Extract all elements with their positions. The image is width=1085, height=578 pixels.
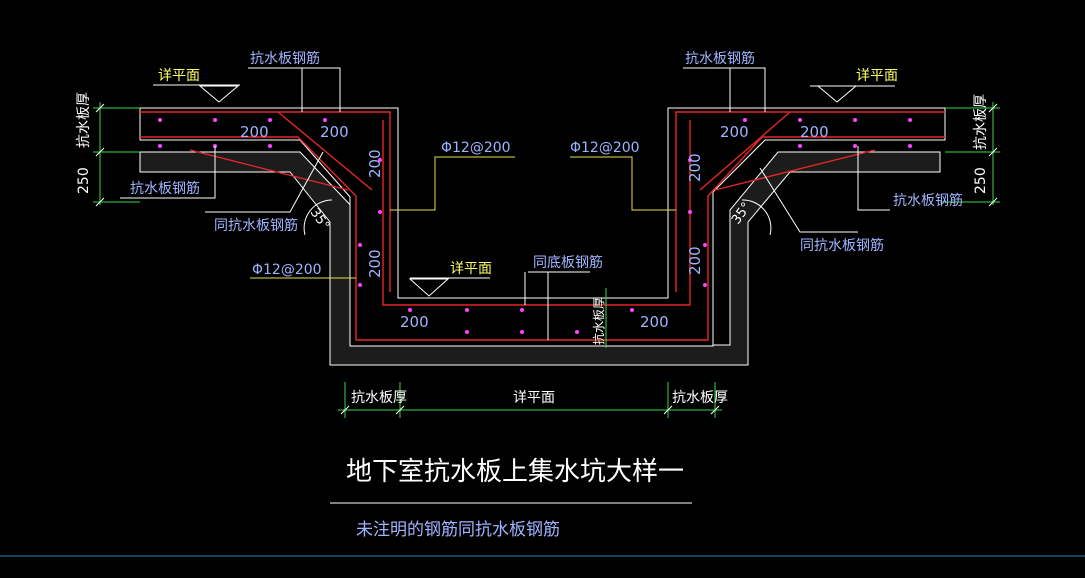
rebar-dot — [798, 118, 802, 122]
label-rebar-spec-mid-left: Φ12@200 — [441, 140, 511, 156]
dim-tick — [95, 103, 105, 207]
rebar-dot — [323, 118, 327, 122]
label-spacing-vertical: 200 — [686, 246, 704, 275]
dim-tick — [340, 405, 720, 415]
label-rebar-spec-mid-right: Φ12@200 — [570, 140, 640, 156]
rebar-dot — [703, 243, 707, 247]
rebar-dot — [378, 158, 382, 162]
labels: 抗水板钢筋 抗水板钢筋 详平面 详平面 200 200 200 200 Φ12@… — [76, 50, 989, 406]
rebar-top-left — [140, 111, 391, 292]
dimension-ticks — [95, 103, 998, 415]
title-block: 地下室抗水板上集水坑大样一 未注明的钢筋同抗水板钢筋 — [330, 457, 692, 540]
angle-marks — [303, 199, 772, 236]
rebar-dot — [268, 118, 272, 122]
rebar-dot — [268, 144, 272, 148]
label-spacing: 200 — [800, 123, 829, 141]
angle-arc-left — [303, 199, 333, 236]
rebar-dot — [743, 118, 747, 122]
leader-slab-rebar-right — [857, 146, 890, 211]
rebar-dot — [688, 158, 692, 162]
label-same-slab-rebar-right: 同抗水板钢筋 — [800, 237, 884, 254]
leader-phi-mid-left — [390, 156, 515, 211]
rebar-outer-left — [140, 136, 945, 341]
rebar-dot — [408, 308, 412, 312]
label-slab-rebar-right: 抗水板钢筋 — [893, 192, 963, 209]
drawing-note: 未注明的钢筋同抗水板钢筋 — [356, 520, 560, 540]
leader-phi-mid-right — [570, 156, 676, 211]
rebar-dot — [688, 210, 692, 214]
rebar-dot — [158, 118, 162, 122]
label-dim-250-right: 250 — [973, 167, 989, 194]
level-mark-tr — [816, 85, 858, 103]
rebar-dot — [213, 118, 217, 122]
rebar-diag-left — [277, 111, 373, 191]
label-spacing-bottom-right: 200 — [640, 313, 669, 331]
pit-concrete — [139, 107, 946, 366]
leader-slab-rebar-tl — [248, 67, 341, 112]
dim-tick — [988, 103, 998, 207]
label-spacing: 200 — [320, 123, 349, 141]
label-spacing: 200 — [720, 123, 749, 141]
rebar-top-right — [675, 111, 945, 292]
rebar-dot — [358, 243, 362, 247]
leader-bottom-rebar — [524, 271, 590, 340]
label-spacing-bottom-left: 200 — [400, 313, 429, 331]
rebar-dots — [158, 118, 912, 334]
label-see-plan-bottom: 详平面 — [450, 261, 492, 277]
label-slab-thick-right: 抗水板厚 — [973, 94, 989, 150]
label-spacing-vertical: 200 — [686, 153, 704, 182]
dim-left-vertical — [93, 102, 140, 205]
dim-bottom-horizontal — [338, 382, 722, 418]
label-slab-rebar-tr: 抗水板钢筋 — [685, 50, 755, 67]
label-see-plan-tl: 详平面 — [158, 68, 200, 84]
rebar-dot — [908, 144, 912, 148]
dim-right-vertical — [940, 102, 1000, 205]
leader-slab-rebar-left — [120, 146, 216, 199]
rebar-dot — [575, 330, 579, 334]
rebar-dot — [358, 283, 362, 287]
rebar-dot — [520, 308, 524, 312]
rebar-dot — [853, 144, 857, 148]
label-same-slab-rebar-left: 同抗水板钢筋 — [214, 217, 298, 234]
level-mark-bottom — [408, 278, 450, 297]
rebar-inner-bottom — [382, 120, 691, 306]
dimension-lines — [93, 102, 1000, 418]
drawing-title: 地下室抗水板上集水坑大样一 — [346, 457, 684, 487]
rebar-dot — [908, 118, 912, 122]
angle-arc-right — [741, 199, 772, 236]
leader-same-slab-right — [759, 167, 858, 233]
label-same-bottom-rebar: 同底板钢筋 — [533, 254, 603, 271]
label-slab-thick-bottom: 抗水板厚 — [591, 297, 606, 345]
rebar-dot — [378, 210, 382, 214]
rebar-dot — [520, 330, 524, 334]
leader-slab-rebar-tr — [683, 67, 766, 112]
rebar-dot — [465, 330, 469, 334]
rebar-diag-right2 — [714, 149, 876, 191]
label-slab-thick-dim-left: 抗水板厚 — [351, 390, 407, 406]
label-slab-thick-left: 抗水板厚 — [76, 92, 92, 148]
rebar-dot — [853, 118, 857, 122]
label-slab-rebar-left: 抗水板钢筋 — [130, 180, 200, 197]
rebar-diag-right — [699, 111, 791, 191]
label-see-plan-tr: 详平面 — [856, 68, 898, 84]
rebar-dot — [158, 144, 162, 148]
rebar-dot — [630, 308, 634, 312]
rebar-dot — [703, 283, 707, 287]
label-see-plan-dim: 详平面 — [513, 390, 555, 406]
label-spacing: 200 — [240, 123, 269, 141]
label-spacing-vertical: 200 — [366, 149, 384, 178]
rebar-dot — [798, 144, 802, 148]
label-spacing-vertical: 200 — [366, 249, 384, 278]
label-slab-rebar-tl: 抗水板钢筋 — [250, 50, 320, 67]
label-slab-thick-dim-right: 抗水板厚 — [672, 390, 728, 406]
leader-lines — [120, 67, 895, 340]
level-mark-tl — [198, 85, 240, 103]
pit-slab-body — [139, 107, 946, 347]
label-rebar-spec-left: Φ12@200 — [252, 262, 322, 278]
leader-same-slab-left — [205, 151, 324, 213]
rebar-dot — [465, 308, 469, 312]
rebar-diag-left2 — [189, 149, 349, 191]
label-dim-250-left: 250 — [76, 167, 92, 194]
